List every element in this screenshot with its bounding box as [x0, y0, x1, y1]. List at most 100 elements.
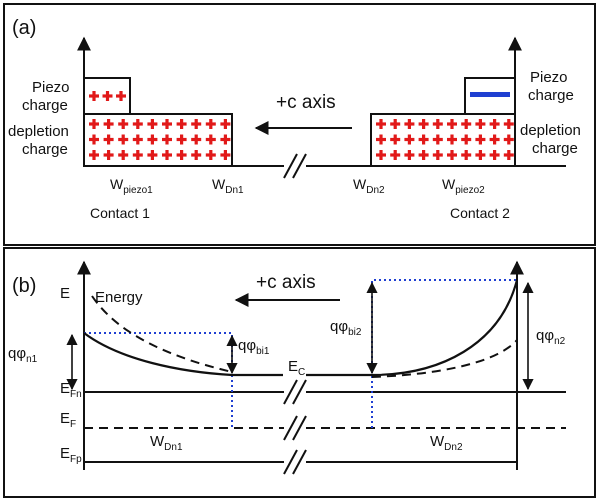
- positive-piezo-charge-left: [89, 91, 126, 101]
- panel-a-label: (a): [12, 17, 36, 39]
- conduction-band-left: [83, 332, 283, 377]
- plus-mark: [393, 150, 397, 160]
- plus-mark: [136, 150, 140, 160]
- w-dn1-label-b: WDn1: [150, 433, 183, 453]
- plus-mark: [136, 134, 140, 145]
- plus-mark: [223, 119, 227, 129]
- plus-mark: [379, 134, 383, 145]
- contact-1-label: Contact 1: [90, 205, 150, 221]
- axis-break-b-2: [292, 379, 307, 405]
- conduction-band-piezo-right: [371, 339, 518, 378]
- plus-mark: [407, 150, 411, 160]
- axis-break-b-6: [292, 449, 307, 475]
- plus-mark: [464, 150, 468, 160]
- conduction-band-right: [306, 279, 519, 377]
- plus-mark: [121, 119, 125, 129]
- negative-piezo-charge-marks: [470, 92, 510, 97]
- depletion-label-right-1: depletion: [520, 122, 581, 139]
- piezo-label-right-1: Piezo: [530, 69, 568, 86]
- plus-mark: [407, 134, 411, 145]
- axis-break-b-4: [292, 415, 307, 441]
- plus-mark: [194, 150, 198, 160]
- plus-mark: [92, 134, 96, 145]
- tick-w-piezo1: Wpiezo1: [110, 176, 153, 196]
- barrier-height-guide-left: [84, 332, 233, 428]
- plus-mark: [493, 134, 497, 145]
- plus-mark: [209, 119, 213, 129]
- depletion-label-left-1: depletion: [8, 123, 69, 140]
- plus-mark: [478, 134, 482, 145]
- e-fp-label: EFp: [60, 445, 82, 465]
- energy-label: Energy: [95, 289, 143, 306]
- piezo-label-right-2: charge: [528, 87, 574, 104]
- plus-mark: [422, 150, 426, 160]
- positive-depletion-charge-right: [376, 119, 514, 160]
- plus-mark: [105, 91, 110, 101]
- depletion-label-left-2: charge: [22, 141, 68, 158]
- plus-mark: [478, 119, 482, 129]
- plus-mark: [180, 134, 184, 145]
- panel-a-frame: [3, 3, 596, 246]
- w-dn2-label-b: WDn2: [430, 433, 463, 453]
- plus-mark: [436, 150, 440, 160]
- plus-mark: [450, 119, 454, 129]
- axis-break-a-1: [283, 153, 298, 179]
- plus-mark: [107, 119, 111, 129]
- axis-break-a-2: [292, 153, 307, 179]
- plus-mark: [464, 119, 468, 129]
- plus-mark: [223, 150, 227, 160]
- conduction-band-piezo-left: [91, 295, 233, 373]
- plus-mark: [165, 150, 169, 160]
- plus-mark: [393, 119, 397, 129]
- contact-2-label: Contact 2: [450, 205, 510, 221]
- plus-mark: [209, 134, 213, 145]
- axis-break-b-1: [283, 379, 298, 405]
- plus-mark: [92, 91, 96, 101]
- plus-mark: [379, 119, 383, 129]
- axis-break-b-3: [283, 415, 298, 441]
- positive-depletion-charge-left: [89, 119, 231, 160]
- e-axis-label: E: [60, 285, 70, 302]
- tick-w-dn2: WDn2: [353, 176, 385, 196]
- panel-b-label: (b): [12, 275, 36, 297]
- plus-mark: [507, 119, 511, 129]
- axis-break-b-5: [283, 449, 298, 475]
- plus-mark: [379, 150, 383, 160]
- plus-mark: [464, 134, 468, 145]
- tick-w-dn1: WDn1: [212, 176, 244, 196]
- plus-mark: [165, 134, 169, 145]
- barrier-height-guide-right: [371, 279, 517, 428]
- plus-mark: [194, 134, 198, 145]
- depletion-charge-box-left: [83, 113, 233, 167]
- plus-mark: [422, 119, 426, 129]
- plus-mark: [450, 150, 454, 160]
- plus-mark: [194, 119, 198, 129]
- plus-mark: [436, 119, 440, 129]
- plus-mark: [180, 150, 184, 160]
- e-c-label: EC: [288, 358, 305, 378]
- plus-mark: [407, 119, 411, 129]
- plus-mark: [209, 150, 213, 160]
- q-phi-n1-label: qφn1: [8, 345, 38, 365]
- piezo-label-left-2: charge: [22, 97, 68, 114]
- plus-mark: [507, 150, 511, 160]
- plus-mark: [493, 119, 497, 129]
- plus-mark: [478, 150, 482, 160]
- plus-mark: [180, 119, 184, 129]
- plus-mark: [136, 119, 140, 129]
- plus-mark: [107, 150, 111, 160]
- plus-mark: [92, 119, 96, 129]
- depletion-label-right-2: charge: [532, 140, 578, 157]
- plus-mark: [150, 119, 154, 129]
- depletion-charge-box-right: [370, 113, 516, 167]
- plus-mark: [107, 134, 111, 145]
- plus-mark: [121, 150, 125, 160]
- q-phi-bi2-label: qφbi2: [330, 318, 362, 338]
- plus-mark: [393, 134, 397, 145]
- plus-mark: [436, 134, 440, 145]
- plus-mark: [450, 134, 454, 145]
- piezo-label-left-1: Piezo: [32, 79, 70, 96]
- c-axis-label-a: +c axis: [276, 92, 336, 113]
